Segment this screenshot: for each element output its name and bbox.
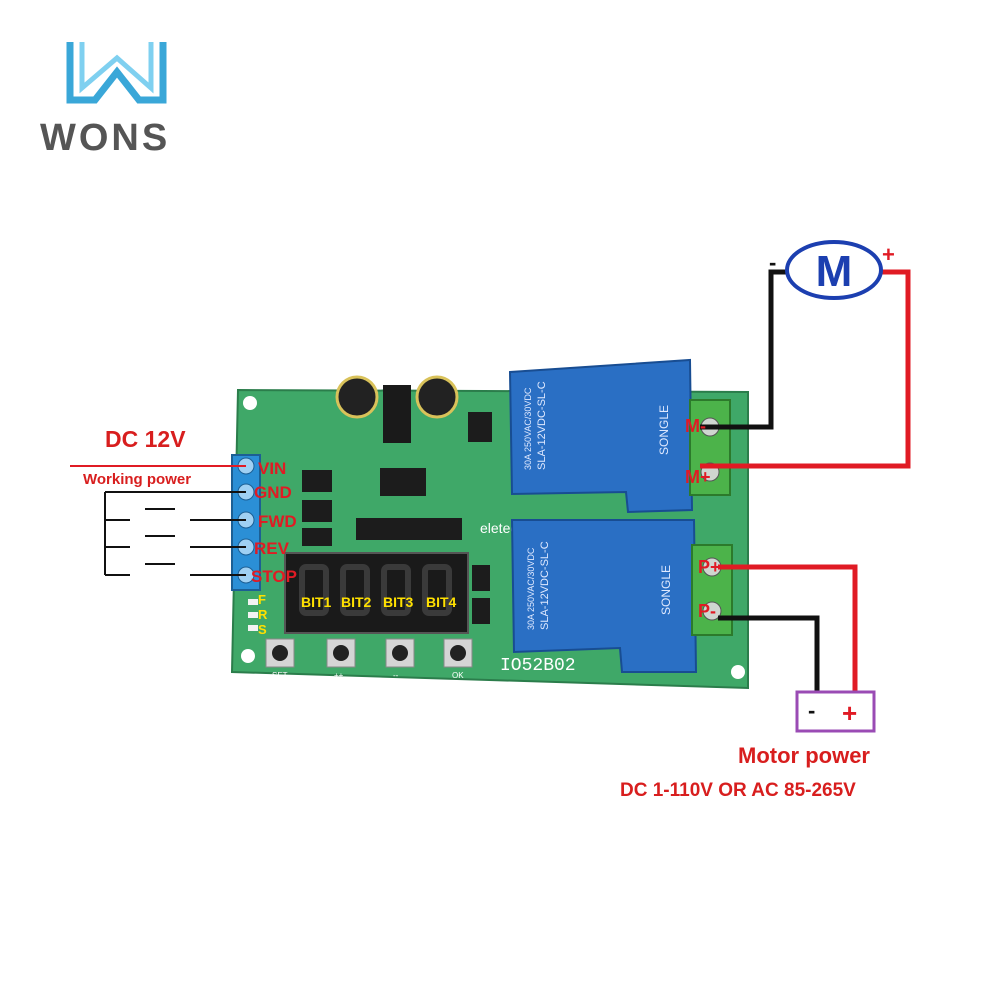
- p-plus-wire: [718, 564, 858, 697]
- relay-body: [508, 358, 694, 514]
- relay-maker: SONGLE: [659, 565, 673, 615]
- mount-hole: [731, 665, 745, 679]
- motor-power-range: DC 1-110V OR AC 85-265V: [620, 780, 856, 801]
- led-s: [248, 625, 258, 631]
- logo-mark-inner: [79, 42, 154, 94]
- p-minus-wire: [718, 615, 820, 697]
- digit-3: [381, 564, 411, 616]
- working-power-label: Working power: [83, 471, 191, 488]
- transistor: [302, 500, 332, 522]
- indicator-f: F: [258, 592, 266, 607]
- plus-button[interactable]: [326, 638, 356, 668]
- input-wiring: [70, 465, 246, 576]
- transistor: [302, 470, 332, 492]
- supply-minus: -: [808, 698, 815, 723]
- motor-letter: M: [816, 247, 853, 296]
- minus-button[interactable]: [385, 638, 415, 668]
- motor-plus: +: [882, 242, 895, 267]
- digit-1: [299, 564, 329, 616]
- digit-label-3: BIT3: [383, 594, 414, 610]
- set-button[interactable]: [265, 638, 295, 668]
- motor-minus: -: [769, 250, 776, 275]
- dc-12v-label: DC 12V: [105, 426, 186, 452]
- terminal-label-m-plus: M+: [685, 467, 711, 487]
- relay-model: SLA-12VDC-SL-C: [536, 381, 548, 470]
- digit-2: [340, 564, 370, 616]
- indicator-r: R: [258, 607, 268, 622]
- terminal-label-vin: VIN: [258, 459, 286, 478]
- terminal-label-stop: STOP: [251, 567, 297, 586]
- terminal-label-gnd: GND: [254, 483, 292, 502]
- terminal-label-rev: REV: [254, 539, 290, 558]
- seven-segment-display: BIT1 BIT2 BIT3 BIT4 F R S: [258, 552, 469, 637]
- terminal-label-fwd: FWD: [258, 512, 297, 531]
- button-label-minus: --: [393, 671, 399, 680]
- digit-label-4: BIT4: [426, 594, 457, 610]
- relay-rating: 30A 250VAC/30VDC: [526, 547, 536, 630]
- button-row: SET ++ -- OK: [265, 638, 473, 680]
- motor-power-title: Motor power: [738, 743, 870, 768]
- ic-chip: [380, 468, 426, 496]
- transistor: [302, 528, 332, 546]
- supply-box: [795, 690, 876, 733]
- ic-chip: [356, 518, 462, 540]
- supply-plus: +: [842, 698, 857, 728]
- relay-maker: SONGLE: [657, 405, 671, 455]
- button-label-plus: ++: [334, 671, 344, 680]
- chip: [472, 565, 490, 591]
- motor-symbol: M - +: [769, 240, 895, 300]
- motor-power-supply: - +: [795, 690, 876, 733]
- digit-4: [422, 564, 452, 616]
- wons-logo: WONS: [40, 42, 170, 159]
- m-minus-wire: [700, 269, 787, 430]
- button-label-ok: OK: [452, 671, 464, 680]
- terminal-label-p-minus: P-: [698, 601, 716, 621]
- logo-mark: [66, 42, 167, 104]
- digit-label-2: BIT2: [341, 594, 372, 610]
- relay-rating: 30A 250VAC/30VDC: [523, 387, 533, 470]
- relay-lower: SLA-12VDC-SL-C 30A 250VAC/30VDC SONGLE: [510, 519, 698, 673]
- ok-button[interactable]: [443, 638, 473, 668]
- board-model: IO52B02: [500, 656, 576, 676]
- logo-text: WONS: [40, 117, 170, 159]
- voltage-regulator: [383, 385, 411, 443]
- button-label-set: SET: [272, 671, 288, 680]
- relay-body: [510, 519, 698, 673]
- motor-circle: [785, 240, 883, 300]
- chip: [468, 412, 492, 442]
- relay-upper: SLA-12VDC-SL-C 30A 250VAC/30VDC SONGLE: [508, 358, 694, 514]
- terminal-label-p-plus: P+: [698, 557, 721, 577]
- led-f: [248, 599, 258, 605]
- terminal-screw-p-minus[interactable]: [702, 601, 722, 621]
- led-r: [248, 612, 258, 618]
- terminal-label-m-minus: M-: [685, 416, 706, 436]
- mount-hole: [243, 396, 257, 410]
- relay-model: SLA-12VDC-SL-C: [539, 541, 551, 630]
- chip: [472, 598, 490, 624]
- mount-hole: [241, 649, 255, 663]
- digit-label-1: BIT1: [301, 594, 332, 610]
- capacitor: [415, 375, 459, 419]
- capacitor: [335, 375, 379, 419]
- motor-wiring: [700, 269, 911, 697]
- indicator-s: S: [258, 622, 267, 637]
- m-plus-wire: [700, 269, 911, 469]
